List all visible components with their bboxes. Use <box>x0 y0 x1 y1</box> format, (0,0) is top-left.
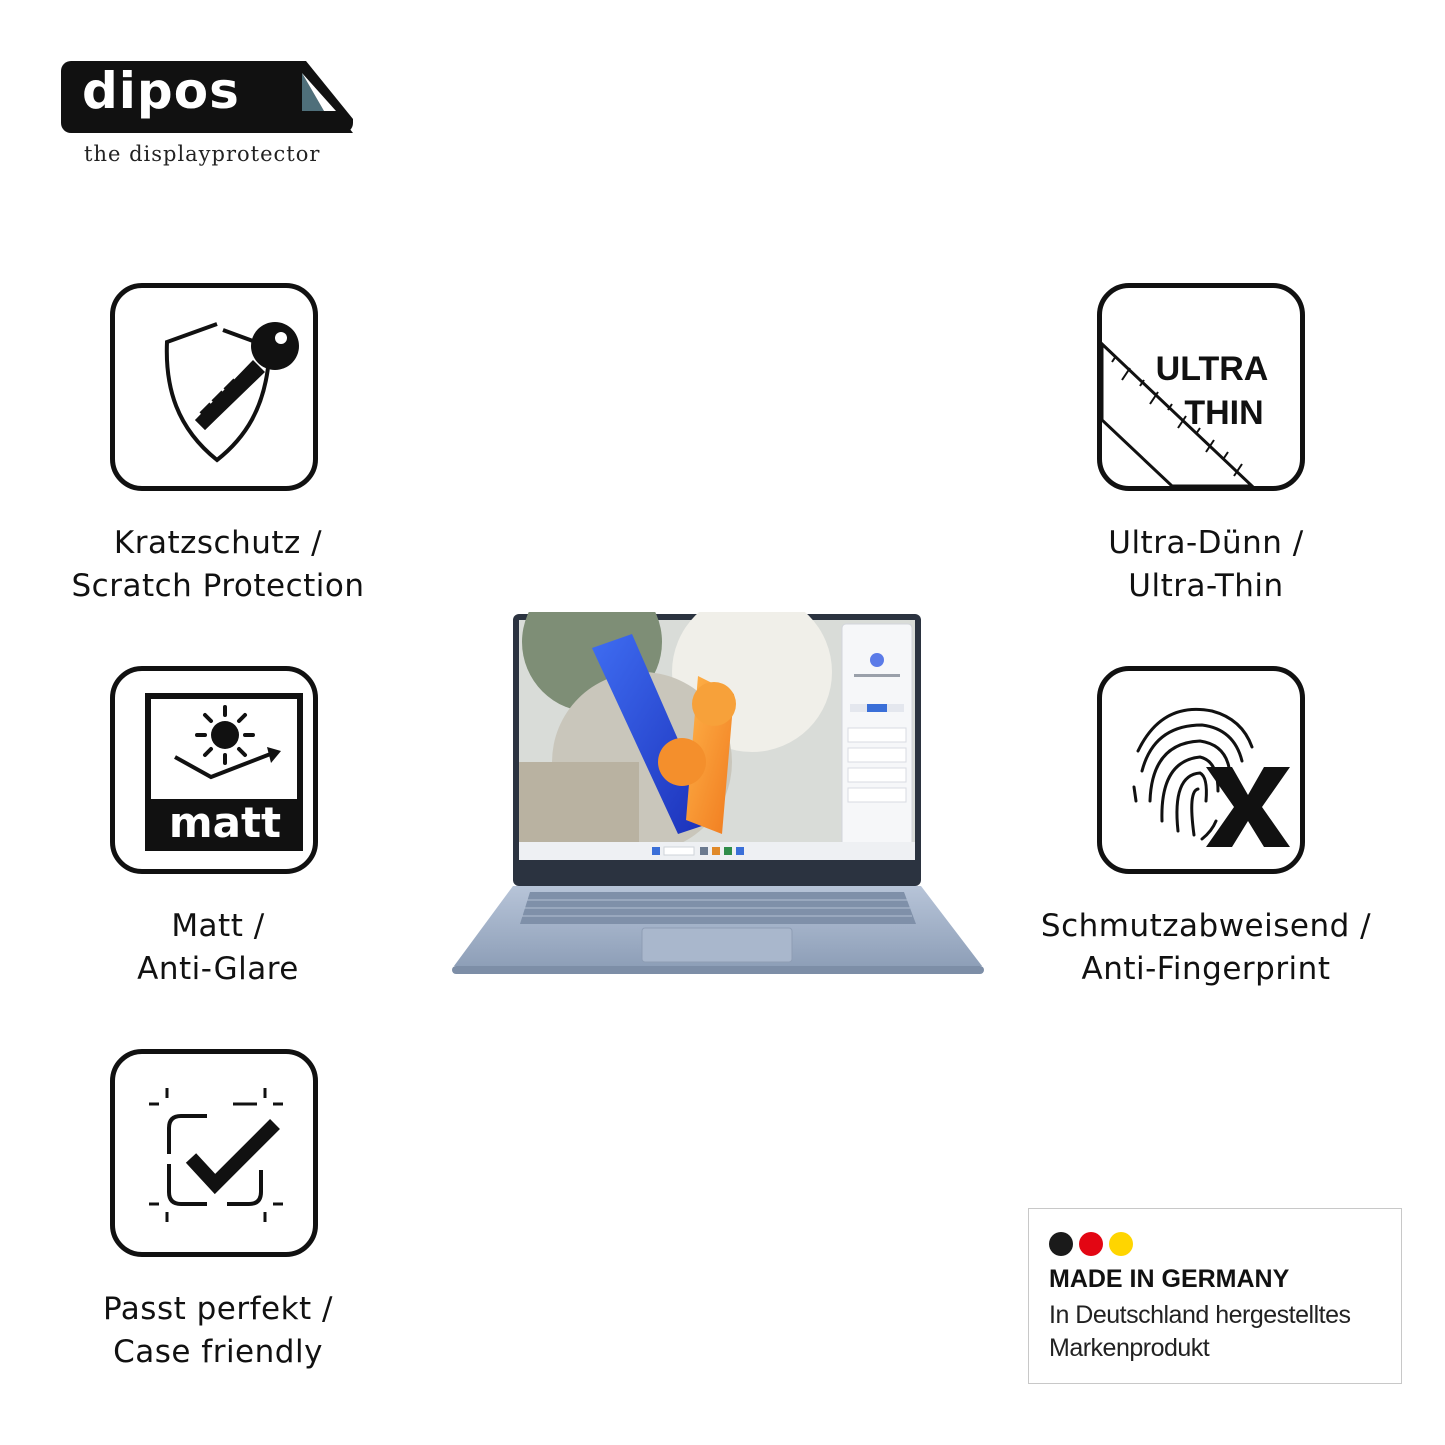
feature-label-scratch: Kratzschutz / Scratch Protection <box>71 525 365 604</box>
feature-label-thin: Ultra-Dünn / Ultra-Thin <box>1108 525 1304 604</box>
badge-subtitle: In Deutschland hergestelltes Markenprodu… <box>1049 1301 1351 1362</box>
flag-dot-red <box>1079 1232 1103 1256</box>
brand-tagline: the displayprotector <box>84 142 321 166</box>
laptop-image <box>452 612 984 974</box>
matt-icon-text: matt <box>169 798 281 847</box>
thin-icon-text: THIN <box>1184 394 1263 432</box>
checkmark-frame-icon <box>110 1049 318 1257</box>
feature-label-fit: Passt perfekt / Case friendly <box>103 1291 333 1370</box>
shield-key-icon <box>110 283 318 491</box>
matt-sun-icon: matt <box>110 666 318 874</box>
feature-label-fingerprint: Schmutzabweisend / Anti-Fingerprint <box>1040 908 1372 987</box>
flag-dot-gold <box>1109 1232 1133 1256</box>
ultra-thin-ruler-icon: ULTRA THIN <box>1097 283 1305 491</box>
brand-name: dipos <box>82 62 240 120</box>
feature-label-matt: Matt / Anti-Glare <box>137 908 299 987</box>
flag-dot-black <box>1049 1232 1073 1256</box>
fingerprint-x-icon <box>1097 666 1305 874</box>
badge-title: MADE IN GERMANY <box>1049 1265 1290 1293</box>
logo-corner-peel-icon <box>296 61 353 133</box>
ultra-icon-text: ULTRA <box>1156 350 1269 388</box>
